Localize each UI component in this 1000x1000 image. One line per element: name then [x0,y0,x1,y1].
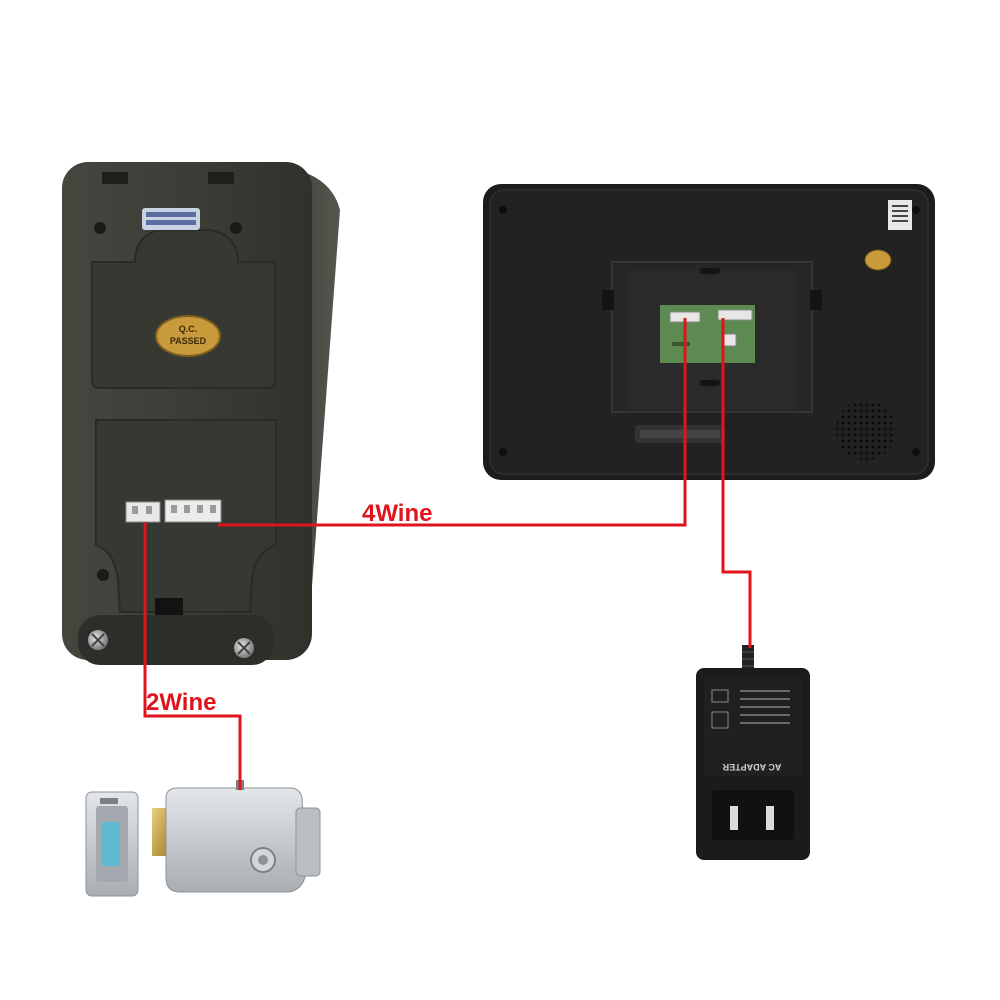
adapter-prong [730,806,738,830]
four-wire-label: 4Wine [362,500,432,527]
mounting-hole [499,448,507,456]
mounting-hole [499,206,507,214]
mounting-hole [97,569,109,581]
outdoor-camera-unit: Q.C. PASSED [62,162,340,665]
qc-sticker-line1: Q.C. [179,324,198,334]
four-wire-line [218,318,687,527]
mounting-hole [230,222,242,234]
two-wire-label: 2Wine [146,689,216,716]
lock-body [165,787,307,893]
outdoor-2pin-connector [125,501,161,523]
mounting-hole [912,206,920,214]
adapter-prong [766,806,774,830]
indoor-monitor [483,184,935,480]
wires [143,318,752,790]
qc-passed-sticker [155,315,221,357]
qc-sticker-line2: PASSED [170,336,207,346]
speaker-grille [836,400,896,460]
mounting-hole [94,222,106,234]
electric-lock [85,780,321,897]
ac-adapter: AC ADAPTER [696,645,810,860]
adapter-title: AC ADAPTER [722,762,781,772]
outdoor-4pin-connector [164,499,222,523]
outdoor-unit-label-sticker [142,208,200,230]
mounting-hole [912,448,920,456]
two-wire-line [143,522,242,790]
power-wire-line [721,318,752,648]
monitor-qc-sticker [864,249,892,271]
